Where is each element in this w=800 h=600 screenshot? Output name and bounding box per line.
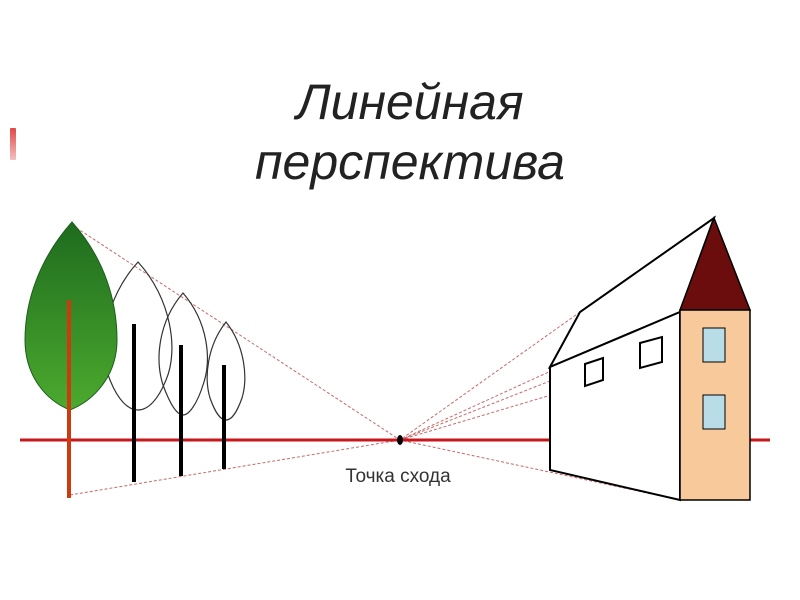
- slide-accent-mark: [10, 128, 16, 160]
- tree-3: [158, 292, 208, 476]
- title-line-2: перспектива: [255, 134, 565, 190]
- tree-guide-top: [71, 224, 401, 441]
- house-guide-roof: [399, 311, 581, 441]
- vanishing-point: [397, 435, 403, 445]
- house-side-window-1: [584, 356, 604, 388]
- slide-title: Линейная перспектива: [0, 72, 800, 192]
- house: [547, 215, 752, 502]
- tree-2: [103, 261, 173, 482]
- tree-1: [24, 221, 118, 498]
- title-line-1: Линейная: [296, 74, 524, 130]
- tree-4: [206, 321, 246, 469]
- tree-guide-bottom: [69, 439, 401, 496]
- house-front-window-1: [702, 327, 726, 363]
- house-side-window-2: [639, 335, 663, 370]
- tree-guide-lines: [69, 224, 401, 496]
- house-front-window-2: [702, 394, 726, 430]
- vanishing-point-label: Точка схода: [345, 466, 451, 487]
